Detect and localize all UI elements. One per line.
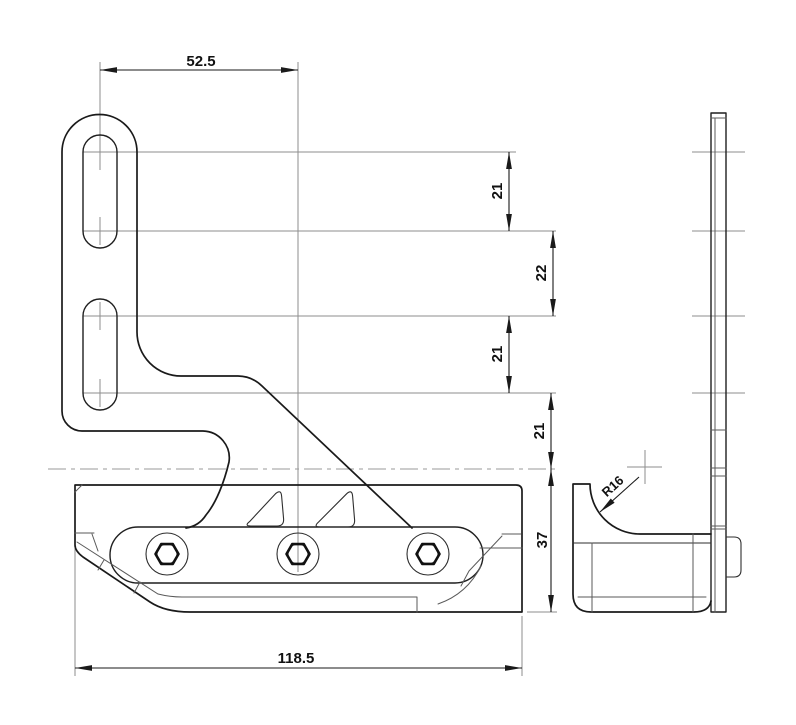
- arrow-right: [505, 665, 522, 671]
- right-chamfer-line: [437, 535, 503, 605]
- arrow-up: [506, 152, 512, 169]
- arrow-right: [281, 67, 298, 73]
- corner-chamfer: [74, 484, 83, 493]
- side-foot-outline: [572, 483, 712, 613]
- side-plate: [710, 112, 727, 613]
- dimension-label: 22: [533, 265, 550, 282]
- extension-lines: [48, 62, 745, 676]
- screw-head-circle: [276, 532, 320, 576]
- dimension-21-mid: 21: [489, 316, 512, 393]
- left-chamfer-line: [76, 541, 418, 613]
- dimension-label: 21: [489, 183, 506, 200]
- base-outline: [74, 484, 523, 613]
- side-screw-head: [725, 536, 742, 578]
- side-plate-edge-lines: [710, 429, 727, 530]
- right-facet-lines: [479, 533, 523, 549]
- left-facet-ticks: [97, 559, 141, 594]
- triangle-cutout-left: [246, 491, 285, 527]
- dimension-label: 21: [531, 423, 548, 440]
- screw-head-circle: [406, 532, 450, 576]
- arrow-left: [75, 665, 92, 671]
- screw-hex-socket: [285, 542, 311, 566]
- dimension-label: 118.5: [278, 650, 315, 667]
- arrow-down: [548, 595, 554, 612]
- dimension-21-top: 21: [489, 152, 512, 231]
- dimension-label: 37: [534, 532, 551, 549]
- screw-left: [145, 532, 189, 576]
- side-view-reference-lines: [692, 151, 745, 394]
- screw-right: [406, 532, 450, 576]
- dimension-r16: R16: [599, 473, 640, 513]
- dimension-21-lower: 21: [531, 393, 554, 469]
- screw-head-circle: [145, 532, 189, 576]
- arrow-down: [506, 376, 512, 393]
- slot-lower: [82, 298, 118, 411]
- dimension-22: 22: [533, 231, 556, 316]
- triangle-cutout-right: [315, 491, 356, 528]
- arrow-up: [548, 469, 554, 486]
- dimensions: 52.5 21 22 21 21: [75, 53, 640, 671]
- arm-outline: [61, 113, 413, 529]
- dimension-37: 37: [534, 469, 554, 612]
- arrow-down: [506, 214, 512, 231]
- arrow-down: [548, 452, 554, 469]
- arrow-up: [548, 393, 554, 410]
- leader-arrow: [600, 498, 615, 512]
- dimension-label: 21: [489, 346, 506, 363]
- screw-middle: [276, 532, 320, 576]
- side-plate-inner-lines: [710, 117, 727, 613]
- side-foot-detail-lines: [577, 533, 707, 613]
- left-facet: [74, 532, 99, 552]
- arrow-up: [550, 231, 556, 248]
- slot-upper: [82, 134, 118, 249]
- radius-label: R16: [599, 473, 627, 500]
- arrow-down: [550, 299, 556, 316]
- side-center-mark: [627, 450, 662, 484]
- side-view: [572, 112, 742, 613]
- arrow-left: [100, 67, 117, 73]
- screw-boss-outline: [109, 526, 484, 584]
- arrow-up: [506, 316, 512, 333]
- screw-hex-socket: [415, 542, 441, 566]
- screw-hex-socket: [154, 542, 180, 566]
- dimension-label: 52.5: [186, 53, 215, 70]
- dimension-118-5: 118.5: [75, 650, 522, 671]
- front-view: [61, 113, 523, 613]
- dimension-52-5: 52.5: [100, 53, 298, 73]
- chamfer-details: [74, 484, 523, 613]
